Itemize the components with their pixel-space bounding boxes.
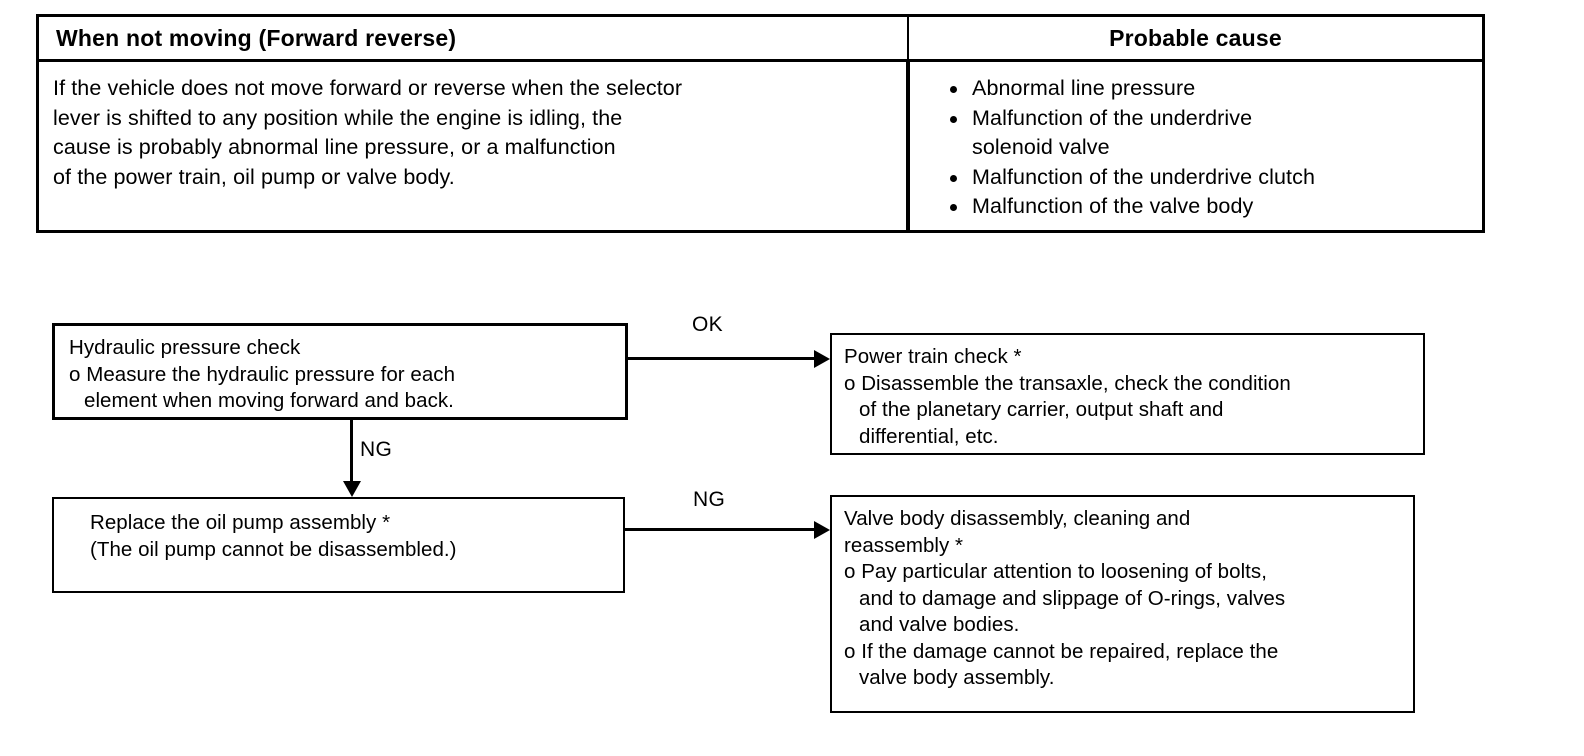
text-line: Replace the oil pump assembly * <box>90 511 391 534</box>
flowchart-box-hydraulic-pressure-check: Hydraulic pressure check o Measure the h… <box>52 323 628 420</box>
flowchart-arrow-ng-vertical <box>342 420 361 497</box>
text-line: Valve body disassembly, cleaning and <box>844 507 1191 530</box>
cause-line: Malfunction of the valve body <box>972 194 1254 218</box>
text-line: o Pay particular attention to loosening … <box>844 560 1267 583</box>
flowchart-arrow-label-ok: OK <box>692 313 723 336</box>
probable-cause-list: Abnormal line pressure Malfunction of th… <box>910 74 1482 222</box>
bullet-icon <box>950 115 957 123</box>
symptom-description-cell: If the vehicle does not move forward or … <box>39 62 906 230</box>
flowchart-box-text: Power train check * o Disassemble the tr… <box>844 344 1423 450</box>
text-line: reassembly * <box>844 533 964 557</box>
arrowhead-down-icon <box>342 481 361 497</box>
flowchart-box-text: Valve body disassembly, cleaning and rea… <box>844 506 1413 692</box>
text-line: Power train check * <box>844 345 1022 368</box>
list-item: Malfunction of the underdrive solenoid v… <box>910 104 1482 163</box>
text-line: Hydraulic pressure check <box>69 336 301 359</box>
flowchart-box-valve-body-service: Valve body disassembly, cleaning and rea… <box>830 495 1415 713</box>
flowchart-arrow-label-ng-horizontal: NG <box>693 488 726 511</box>
symptom-cause-table: When not moving (Forward reverse) Probab… <box>36 14 1485 233</box>
bullet-icon <box>950 86 957 93</box>
symptom-line: lever is shifted to any position while t… <box>53 105 623 130</box>
symptom-line: of the power train, oil pump or valve bo… <box>53 164 455 189</box>
text-line: differential, etc. <box>859 424 999 448</box>
cause-line: Abnormal line pressure <box>972 76 1196 100</box>
arrowhead-right-icon <box>814 520 830 539</box>
text-line: valve body assembly. <box>859 666 1055 689</box>
text-line: element when moving forward and back. <box>84 389 454 412</box>
text-line: o If the damage cannot be repaired, repl… <box>844 639 1279 663</box>
list-item: Abnormal line pressure <box>910 74 1482 104</box>
symptom-line: If the vehicle does not move forward or … <box>53 76 683 100</box>
flowchart-box-text: Hydraulic pressure check o Measure the h… <box>69 335 625 415</box>
table-header-symptom: When not moving (Forward reverse) <box>56 24 457 51</box>
text-line: (The oil pump cannot be disassembled.) <box>90 537 457 561</box>
flowchart-box-power-train-check: Power train check * o Disassemble the tr… <box>830 333 1425 455</box>
list-item: Malfunction of the underdrive clutch <box>910 163 1482 193</box>
bullet-icon <box>950 174 957 182</box>
table-header-probable-cause: Probable cause <box>1109 24 1282 51</box>
flowchart-arrow-ok <box>628 349 830 368</box>
table-body-row: If the vehicle does not move forward or … <box>39 62 1482 230</box>
cause-line-continued: solenoid valve <box>972 135 1110 159</box>
table-header-row: When not moving (Forward reverse) Probab… <box>39 17 1482 62</box>
text-line: and valve bodies. <box>859 613 1020 636</box>
list-item: Malfunction of the valve body <box>910 192 1482 222</box>
symptom-line: cause is probably abnormal line pressure… <box>53 135 616 159</box>
text-line: of the planetary carrier, output shaft a… <box>859 398 1224 421</box>
table-column-divider-body <box>906 62 910 230</box>
arrowhead-right-icon <box>814 349 830 368</box>
bullet-icon <box>950 204 957 211</box>
text-line: o Measure the hydraulic pressure for eac… <box>69 362 456 386</box>
text-line: o Disassemble the transaxle, check the c… <box>844 371 1291 395</box>
flowchart-arrow-ng-horizontal <box>625 520 830 539</box>
cause-line: Malfunction of the underdrive <box>972 105 1253 130</box>
cause-line: Malfunction of the underdrive clutch <box>972 164 1316 189</box>
flowchart-box-replace-oil-pump: Replace the oil pump assembly * (The oil… <box>52 497 625 593</box>
probable-cause-cell: Abnormal line pressure Malfunction of th… <box>910 62 1482 230</box>
table-column-divider <box>907 17 909 59</box>
flowchart-box-text: Replace the oil pump assembly * (The oil… <box>90 510 623 563</box>
text-line: and to damage and slippage of O-rings, v… <box>859 586 1286 610</box>
flowchart-arrow-label-ng-vertical: NG <box>360 438 393 461</box>
